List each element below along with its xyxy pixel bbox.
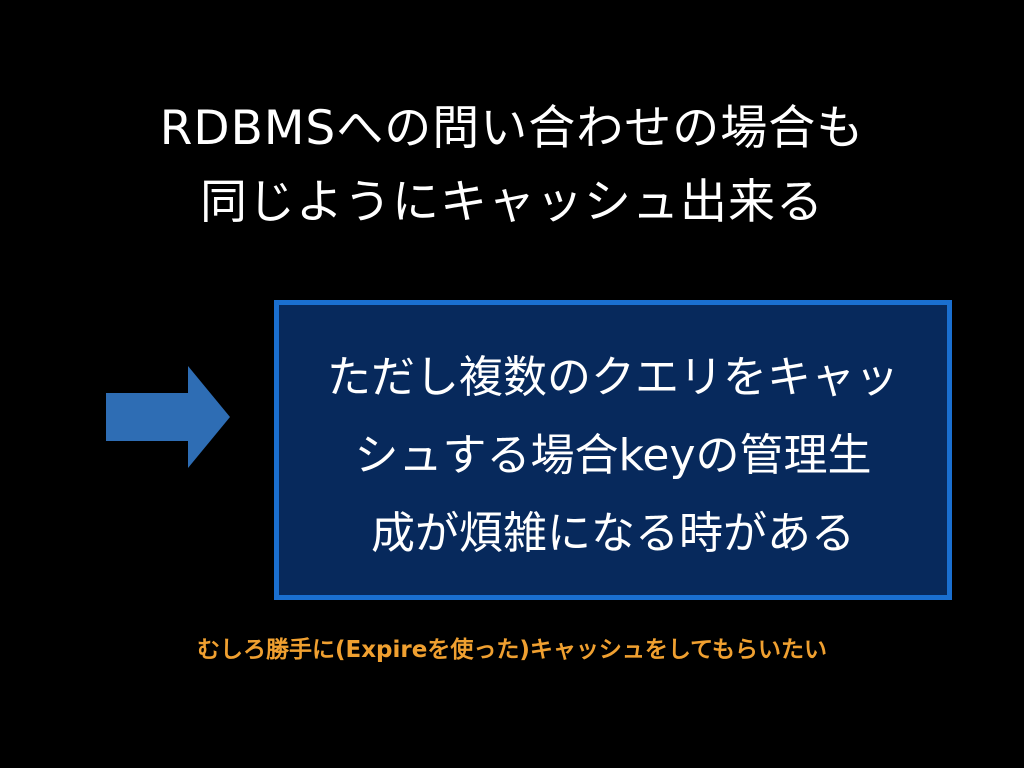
footnote: むしろ勝手に(Expireを使った)キャッシュをしてもらいたい [196,637,828,663]
slide-title: RDBMSへの問い合わせの場合も 同じようにキャッシュ出来る [0,92,1024,240]
slide-title-line-2: 同じようにキャッシュ出来る [200,175,824,230]
slide-title-line-1: RDBMSへの問い合わせの場合も [159,101,865,156]
callout-text: ただし複数のクエリをキャッ シュする場合keyの管理生 成が煩雑になる時がある [279,339,947,573]
right-arrow-icon [106,366,230,468]
callout-line-3: 成が煩雑になる時がある [371,508,855,559]
callout-line-1: ただし複数のクエリをキャッ [327,352,899,403]
callout-box: ただし複数のクエリをキャッ シュする場合keyの管理生 成が煩雑になる時がある [274,300,952,600]
callout-line-2: シュする場合keyの管理生 [354,430,872,481]
